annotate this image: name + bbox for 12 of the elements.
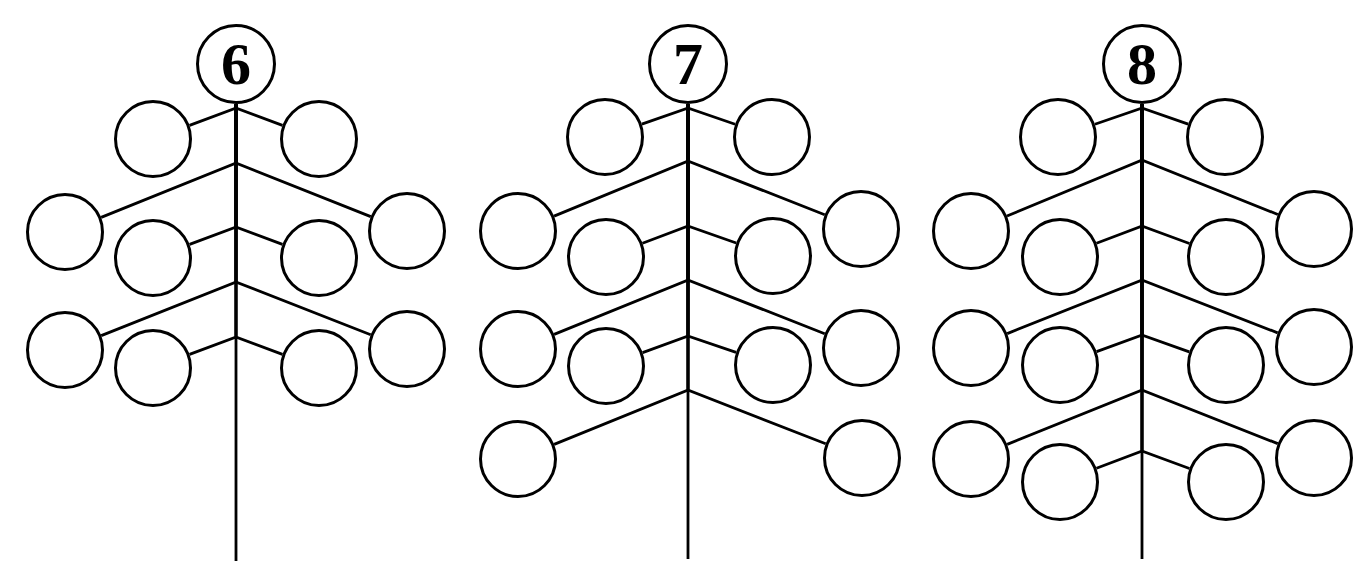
branch-line [234,104,283,127]
branch-line [1094,104,1144,126]
empty-circle [1021,326,1099,404]
branch-line [686,104,736,126]
empty-circle [567,327,645,405]
number-label: 7 [673,34,703,94]
branch-line [641,104,690,126]
branch-line [189,104,238,127]
branch-line [1140,104,1189,126]
trunk-line [234,104,238,561]
number-label: 6 [221,34,251,94]
number-label: 8 [1127,34,1157,94]
